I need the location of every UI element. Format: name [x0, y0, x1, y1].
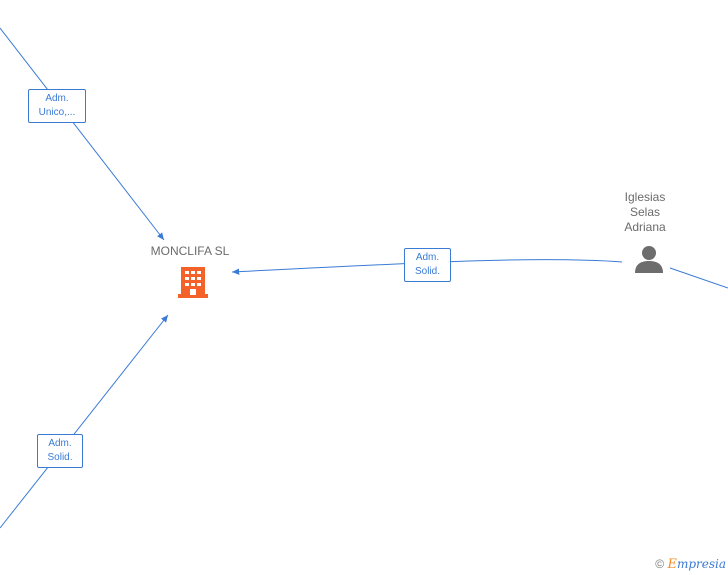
copyright-icon: © [655, 557, 665, 571]
edge-label-line: Adm. [415, 252, 440, 263]
building-icon[interactable] [177, 265, 209, 299]
edge-label-line: Adm. [48, 438, 72, 449]
edge-label-line: Solid. [47, 452, 73, 463]
edge-label-line: Solid. [414, 266, 440, 277]
edge-label-adm-solid-right[interactable]: Adm. Solid. [404, 248, 451, 282]
edge-adm-unico [0, 27, 165, 241]
edge-offscreen-right [669, 267, 728, 289]
edge-adm-solid-right [231, 259, 623, 275]
edge-label-adm-unico[interactable]: Adm. Unico,... [28, 89, 86, 123]
person-node-label[interactable]: Iglesias Selas Adriana [605, 190, 685, 235]
person-label-line: Iglesias [624, 190, 666, 204]
edge-adm-solid-bottom [0, 314, 169, 529]
person-icon[interactable] [634, 245, 664, 274]
brand-initial: E [667, 557, 677, 572]
person-label-line: Selas [629, 205, 661, 219]
brand-watermark: © Empresia [655, 557, 726, 572]
edge-label-adm-solid-bottom[interactable]: Adm. Solid. [37, 434, 83, 468]
edge-label-line: Adm. [45, 93, 69, 104]
edge-label-line: Unico,... [38, 107, 76, 118]
brand-name: mpresia [676, 557, 726, 571]
person-label-line: Adriana [624, 220, 666, 234]
company-node-label[interactable]: MONCLIFA SL [150, 244, 230, 258]
